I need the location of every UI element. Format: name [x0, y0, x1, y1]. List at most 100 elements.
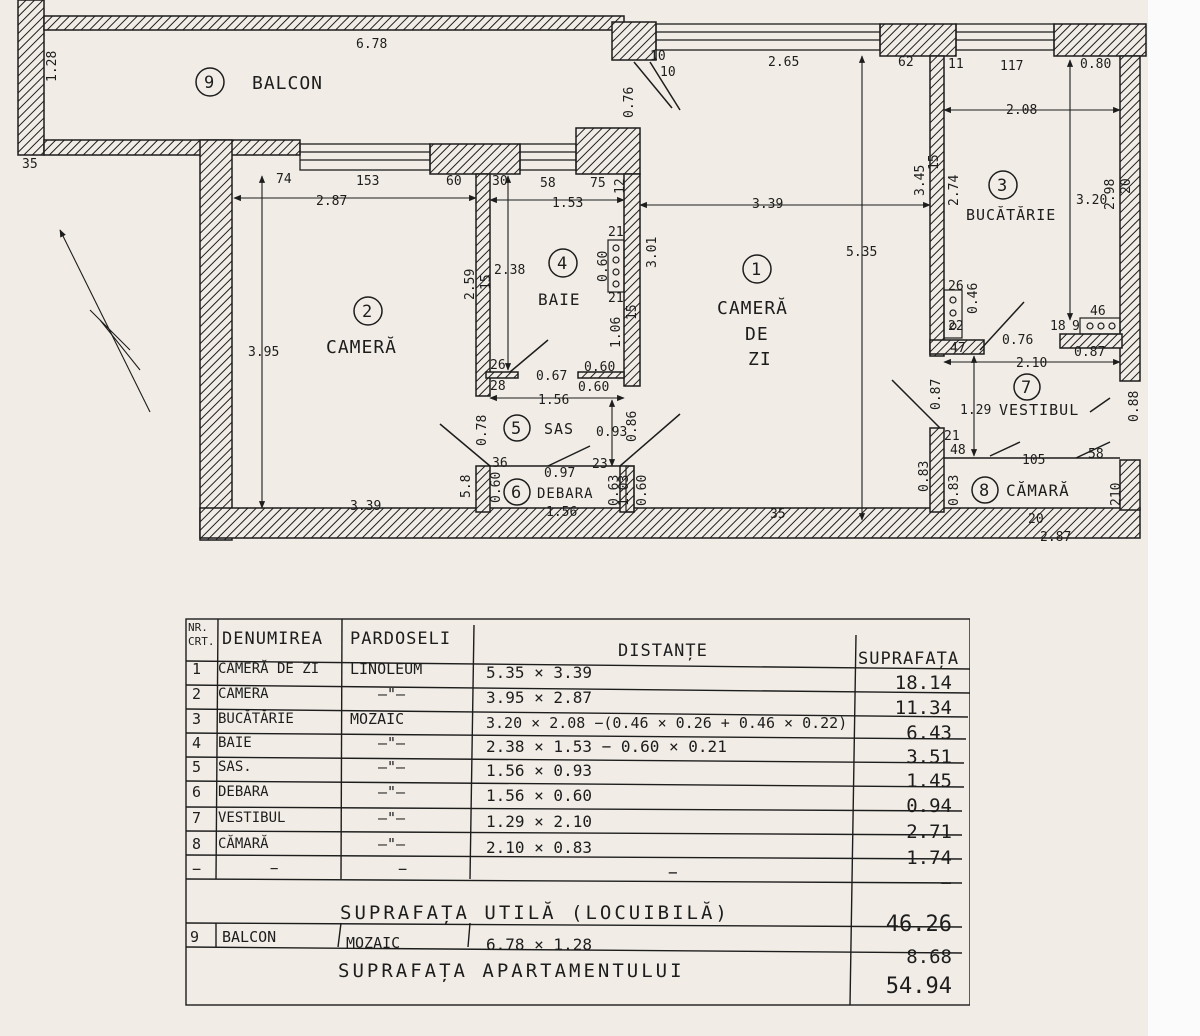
room-number: 9	[204, 73, 214, 93]
row-number: 7	[192, 809, 202, 827]
room-number: 8	[979, 481, 989, 501]
row-floor: MOZAIC	[350, 710, 405, 728]
room-name-line: ZI	[748, 349, 772, 370]
room-number: 7	[1021, 378, 1031, 398]
dimension-label: 1.53	[552, 196, 583, 211]
dimension-label: 21	[608, 225, 624, 240]
row-room-name: CAMERĂ DE ZI	[218, 661, 320, 677]
dimension-label: 0.60	[578, 380, 609, 395]
dimension-label: 9	[1072, 319, 1080, 334]
dimension-label: 30	[492, 174, 508, 189]
dimension-label: 0.60	[596, 251, 611, 282]
windows	[299, 23, 1055, 171]
header-distances: DISTANȚE	[618, 641, 708, 661]
row-room-name: SAS.	[218, 759, 252, 775]
dimension-label: 1.28	[45, 51, 60, 82]
dimension-label: 0.60	[635, 475, 650, 506]
wall-between-windows	[429, 143, 521, 175]
row-area: −	[940, 872, 952, 894]
row-distance: 3.20 × 2.08 −(0.46 × 0.26 + 0.46 × 0.22)	[486, 714, 848, 732]
dimension-label: 210	[1109, 483, 1124, 506]
room-name: VESTIBUL	[999, 401, 1079, 419]
dimension-label: 0.93	[596, 425, 627, 440]
row-area: 1.45	[906, 770, 952, 792]
apartment-area-value: 54.94	[885, 974, 952, 999]
dimension-label: 75	[590, 176, 606, 191]
room-name: BAIE	[538, 290, 581, 309]
doors	[439, 61, 1120, 467]
wall-balcony-bottom	[43, 139, 301, 156]
dimension-label: 2.38	[494, 263, 525, 278]
wall-right	[1119, 55, 1141, 382]
wall-pier-1	[611, 21, 657, 61]
dimension-label: 3.45	[913, 165, 928, 196]
dimension-label: 0.88	[1127, 391, 1142, 422]
dimension-label: 11	[948, 57, 964, 72]
dimension-label: 21	[944, 429, 960, 444]
row-distance: 1.56 × 0.60	[486, 786, 592, 805]
wall-left-room2	[199, 139, 233, 541]
dimension-label: 15	[625, 304, 640, 320]
dimension-label: 18	[1050, 319, 1066, 334]
row-number: −	[192, 860, 202, 878]
dimension-label: 2.08	[1006, 103, 1037, 118]
dimension-label: 1.06	[609, 317, 624, 348]
wall-pier-3	[1053, 23, 1147, 57]
row-distance: 2.10 × 0.83	[486, 838, 592, 857]
room-name: SAS	[544, 420, 574, 438]
page-edge	[1148, 0, 1200, 1036]
wall-debara-left	[475, 465, 491, 513]
dimension-label: 26	[948, 279, 964, 294]
dimension-label: 0.86	[625, 411, 640, 442]
room-number: 2	[362, 302, 372, 322]
dimension-label: 105	[1022, 453, 1045, 468]
row-room-name: BAIE	[218, 735, 252, 751]
dimension-label: 0.78	[475, 415, 490, 446]
dimension-label: 3.39	[350, 499, 381, 514]
row-area: 6.43	[906, 722, 952, 744]
dimension-label: 15	[479, 274, 494, 290]
dimension-label: 62	[898, 55, 914, 70]
room-name-line: CAMERĂ	[717, 297, 788, 319]
dimension-label: 3.20	[1076, 193, 1107, 208]
row-floor: —"—	[378, 734, 406, 752]
row-area: 11.34	[894, 697, 952, 719]
row-area: 18.14	[894, 672, 952, 694]
dimension-label: 10	[650, 49, 666, 64]
dimension-label: 0.97	[544, 466, 575, 481]
row-area: 2.71	[906, 821, 952, 843]
row-area: 0.94	[906, 795, 952, 817]
dimension-label: 0.87	[1074, 345, 1105, 360]
floor-plan-drawing: 1 CAMERĂ DE ZI 2 CAMERĂ 3 BUCĂTĂRIE 4 BA…	[17, 0, 1147, 545]
balcon-floor: MOZAIC	[346, 934, 401, 952]
balcon-name: BALCON	[222, 928, 277, 946]
wall-pier-2	[879, 23, 957, 57]
dimension-label: 0.60	[584, 360, 615, 375]
balcon-distance: 6.78 × 1.28	[486, 935, 592, 954]
balcon-area: 8.68	[906, 946, 952, 968]
fixtures	[607, 239, 1121, 513]
dimension-label: 1.56	[546, 505, 577, 520]
row-area: 3.51	[906, 746, 952, 768]
dimension-label: 15	[927, 154, 942, 170]
walls	[17, 0, 1147, 541]
row-distance: 1.29 × 2.10	[486, 812, 592, 831]
header-area: SUPRAFAȚA	[858, 649, 960, 669]
wall-bath-right	[623, 173, 641, 387]
wall-kitchen-left	[929, 55, 945, 357]
dimension-label: 60	[446, 174, 462, 189]
dimension-label: 20	[1028, 512, 1044, 527]
room-labels: 1 CAMERĂ DE ZI 2 CAMERĂ 3 BUCĂTĂRIE 4 BA…	[204, 73, 1079, 503]
row-floor: —"—	[378, 783, 406, 801]
row-number: 8	[192, 835, 202, 853]
dimension-label: 47	[950, 341, 966, 356]
dimension-label: 20	[1119, 178, 1134, 194]
apartment-area-label: SUPRAFAȚA APARTAMENTULUI	[338, 960, 685, 982]
room-number: 5	[511, 419, 521, 439]
dimension-label: 48	[950, 443, 966, 458]
row-distance: 2.38 × 1.53 − 0.60 × 0.21	[486, 737, 727, 756]
dimension-label: 0.63	[607, 475, 622, 506]
dimension-label: 2.87	[316, 194, 347, 209]
